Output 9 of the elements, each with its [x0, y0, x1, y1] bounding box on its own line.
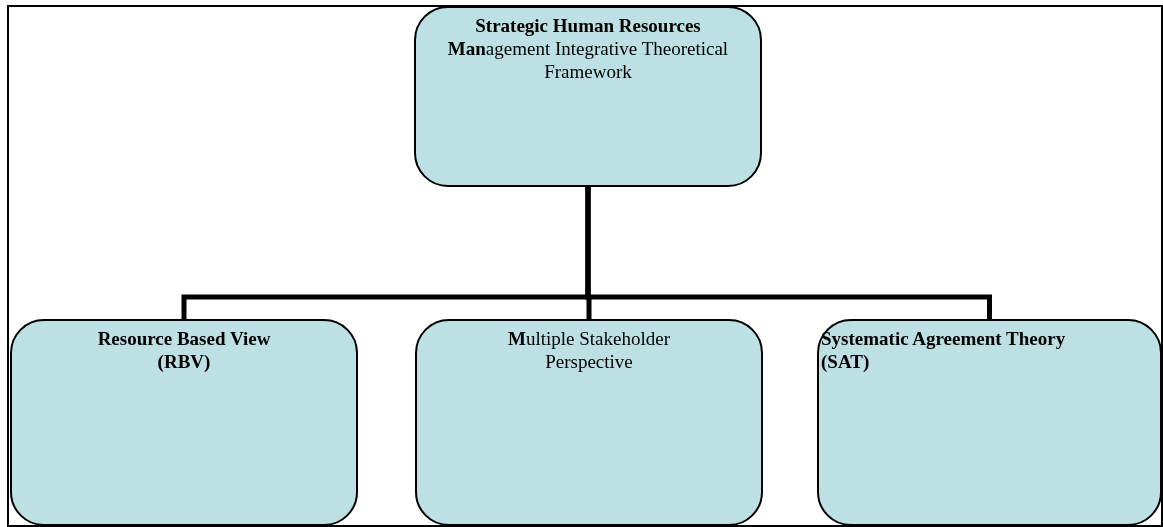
box-title: Systematic Agreement Theory (SAT)	[821, 327, 1067, 373]
connector-line	[585, 187, 992, 319]
rounded-box	[414, 6, 762, 187]
rounded-box	[817, 319, 1162, 526]
rounded-box	[10, 319, 358, 526]
box-title: Resource Based View (RBV)	[96, 327, 272, 373]
box-title: Strategic Human Resources Management Integrative Theoretical Framework	[446, 14, 730, 83]
box-title: Multiple Stakeholder Perspective	[507, 327, 671, 373]
rounded-box	[415, 319, 763, 526]
